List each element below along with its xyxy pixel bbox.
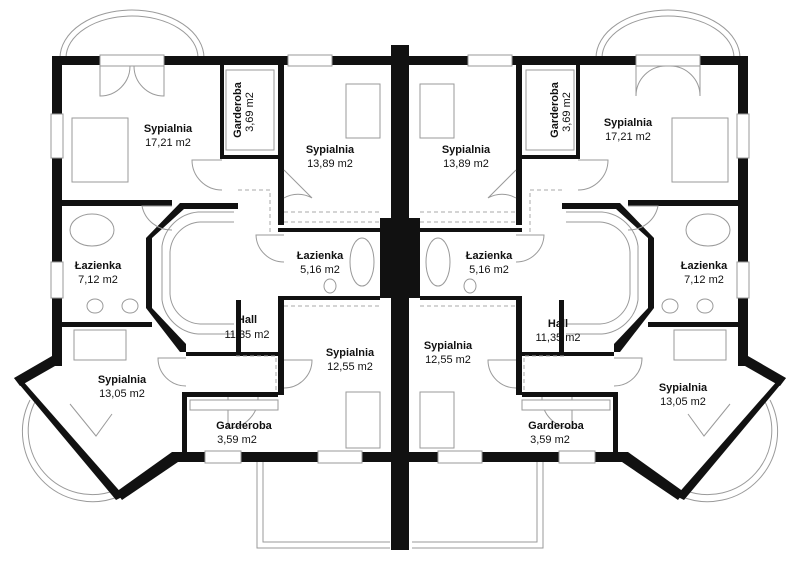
- room-area: 13,89 m2: [443, 158, 489, 170]
- room-area: 13,05 m2: [660, 396, 706, 408]
- bathtub: [349, 237, 375, 287]
- bed: [419, 83, 455, 139]
- bed: [419, 391, 455, 449]
- bed: [73, 329, 127, 361]
- bed: [345, 391, 381, 449]
- bed: [671, 117, 729, 183]
- room-area: 3,69 m2: [561, 92, 573, 132]
- bathtub: [685, 213, 731, 247]
- room-name: Garderoba: [232, 81, 244, 138]
- room-area: 7,12 m2: [78, 274, 118, 286]
- room-area: 17,21 m2: [145, 137, 191, 149]
- room-name: Hall: [548, 318, 568, 330]
- room-area: 5,16 m2: [469, 264, 509, 276]
- room-name: Sypialnia: [659, 382, 708, 394]
- room-area: 3,59 m2: [217, 434, 257, 446]
- room-area: 13,89 m2: [307, 158, 353, 170]
- room-name: Sypialnia: [144, 123, 193, 135]
- room-name: Łazienka: [297, 250, 344, 262]
- bathtub: [425, 237, 451, 287]
- room-area: 13,05 m2: [99, 388, 145, 400]
- room-name: Garderoba: [528, 420, 585, 432]
- room-name: Hall: [237, 314, 257, 326]
- room-name: Łazienka: [75, 260, 122, 272]
- interior-walls: [62, 65, 738, 452]
- room-name: Garderoba: [216, 420, 273, 432]
- bed: [673, 329, 727, 361]
- room-name: Sypialnia: [326, 347, 375, 359]
- room-area: 12,55 m2: [327, 361, 373, 373]
- room-name: Sypialnia: [424, 340, 473, 352]
- staircase: [601, 211, 639, 247]
- room-labels: Sypialnia 17,21 m2 Garderoba 3,69 m2 Syp…: [75, 81, 728, 446]
- room-area: 7,12 m2: [684, 274, 724, 286]
- room-area: 11,35 m2: [535, 332, 580, 344]
- room-area: 3,69 m2: [244, 92, 256, 132]
- windows: [50, 54, 750, 464]
- room-name: Garderoba: [549, 81, 561, 138]
- bathtub: [69, 213, 115, 247]
- bed: [345, 83, 381, 139]
- room-name: Sypialnia: [442, 144, 491, 156]
- balcony: [256, 458, 544, 549]
- room-name: Łazienka: [681, 260, 728, 272]
- room-name: Sypialnia: [306, 144, 355, 156]
- room-area: 3,59 m2: [530, 434, 570, 446]
- room-area: 17,21 m2: [605, 131, 651, 143]
- staircase: [161, 211, 199, 247]
- fixtures: [69, 69, 731, 449]
- room-area: 5,16 m2: [300, 264, 340, 276]
- dashed-lines: [236, 189, 564, 392]
- room-name: Sypialnia: [604, 117, 653, 129]
- room-area: 11,35 m2: [224, 329, 269, 341]
- room-name: Sypialnia: [98, 374, 147, 386]
- room-name: Łazienka: [466, 250, 513, 262]
- bay-windows: [21, 9, 779, 503]
- room-area: 12,55 m2: [425, 354, 471, 366]
- exterior-walls: [14, 45, 786, 550]
- bed: [71, 117, 129, 183]
